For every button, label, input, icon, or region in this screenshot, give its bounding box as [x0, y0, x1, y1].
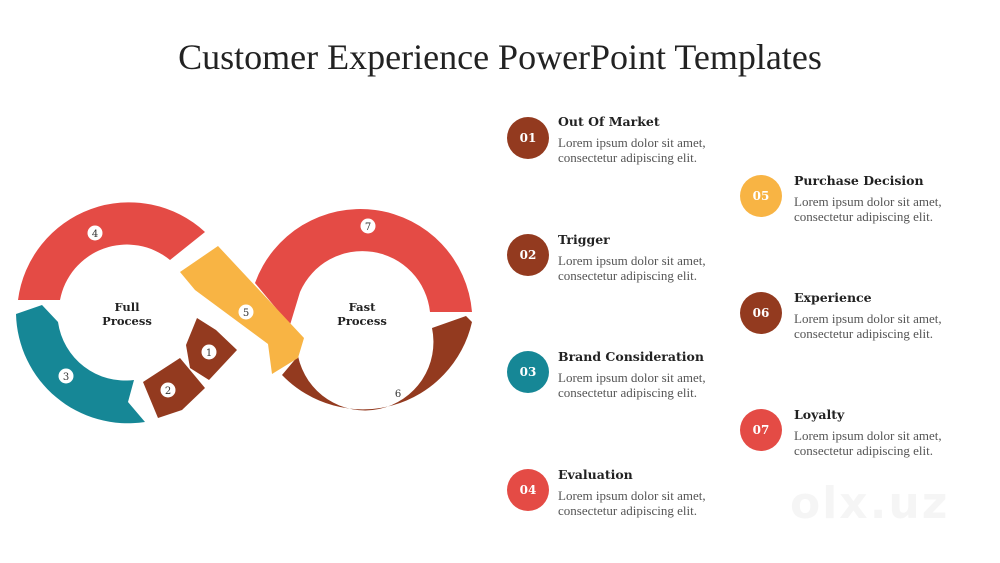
step-description: Lorem ipsum dolor sit amet, consectetur … — [558, 135, 706, 165]
step-title: Loyalty — [794, 407, 845, 422]
step-badge: 06 — [740, 292, 782, 334]
segment-number-1: 1 — [206, 348, 212, 359]
segment-number-3: 3 — [63, 372, 69, 383]
right-loop-label-line2: Process — [337, 314, 387, 328]
left-loop-label-line1: Full — [114, 300, 140, 314]
step-title: Experience — [794, 290, 872, 305]
segment-7 — [255, 208, 472, 325]
step-description: Lorem ipsum dolor sit amet, consectetur … — [558, 253, 706, 283]
step-title: Out Of Market — [558, 114, 660, 129]
step-description: Lorem ipsum dolor sit amet, consectetur … — [794, 428, 942, 458]
step-badge: 07 — [740, 409, 782, 451]
step-description: Lorem ipsum dolor sit amet, consectetur … — [558, 488, 706, 518]
segment-3 — [16, 305, 145, 424]
step-title: Evaluation — [558, 467, 633, 482]
right-loop-label-line1: Fast — [349, 300, 376, 314]
step-description: Lorem ipsum dolor sit amet, consectetur … — [558, 370, 706, 400]
watermark-logo: olx.uz — [790, 478, 949, 529]
step-title: Purchase Decision — [794, 173, 924, 188]
step-title: Brand Consideration — [558, 349, 704, 364]
segment-number-7: 7 — [365, 222, 371, 233]
segment-6 — [282, 316, 472, 411]
segment-number-5: 5 — [243, 308, 249, 319]
step-badge: 01 — [507, 117, 549, 159]
segment-number-2: 2 — [165, 386, 171, 397]
step-title: Trigger — [558, 232, 610, 247]
step-badge: 03 — [507, 351, 549, 393]
step-badge: 04 — [507, 469, 549, 511]
step-description: Lorem ipsum dolor sit amet, consectetur … — [794, 311, 942, 341]
step-description: Lorem ipsum dolor sit amet, consectetur … — [794, 194, 942, 224]
segment-number-6: 6 — [395, 389, 401, 400]
segment-4 — [18, 202, 205, 300]
segment-number-4: 4 — [92, 229, 98, 240]
left-loop-label-line2: Process — [102, 314, 152, 328]
step-badge: 05 — [740, 175, 782, 217]
page-title: Customer Experience PowerPoint Templates — [178, 37, 822, 77]
step-badge: 02 — [507, 234, 549, 276]
